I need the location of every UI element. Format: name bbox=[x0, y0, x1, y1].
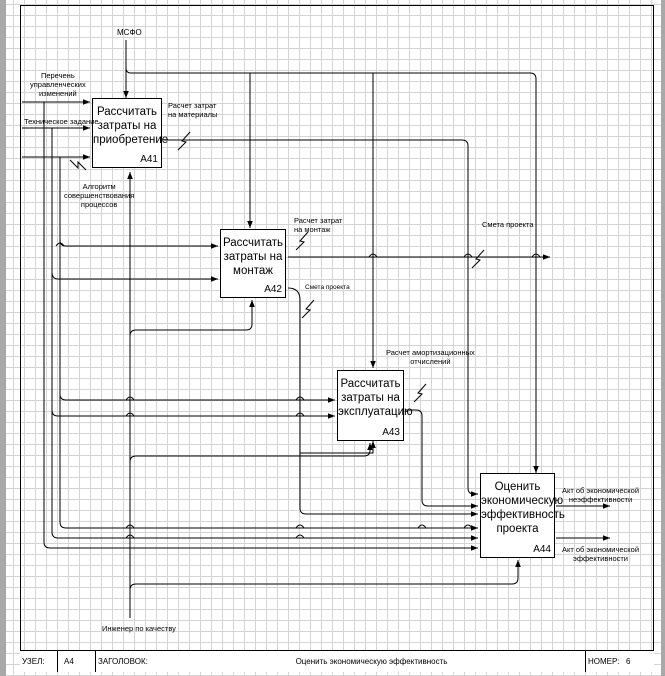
arrow-input-to-a43-2 bbox=[51, 272, 335, 419]
footer-node-value: А4 bbox=[58, 651, 96, 672]
window-right-edge bbox=[661, 0, 665, 676]
activity-number-a42: А42 bbox=[264, 284, 282, 295]
activity-box-a41[interactable]: Рассчитать затраты на приобретение А41 bbox=[92, 98, 169, 168]
activity-title-a43: Рассчитать затраты на эксплуатацию bbox=[338, 378, 413, 418]
arrow-a42-down bbox=[287, 287, 478, 517]
squiggle-mount bbox=[295, 231, 309, 251]
arrow-engineer-a44 bbox=[129, 560, 521, 591]
squiggle-estimate-top bbox=[471, 249, 485, 269]
activity-box-a43[interactable]: Рассчитать затраты на эксплуатацию А43 bbox=[337, 370, 413, 441]
activity-title-a44: Оценить экономическую эффективность прое… bbox=[481, 481, 565, 535]
activity-number-a44: А44 bbox=[533, 544, 551, 555]
footer-node-label: УЗЕЛ: bbox=[20, 651, 58, 672]
arrow-input-to-a44-2 bbox=[51, 410, 478, 541]
label-engineer: Инженер по качеству bbox=[102, 624, 176, 633]
window-left-edge bbox=[0, 0, 6, 676]
activity-box-a44[interactable]: Оценить экономическую эффективность прое… bbox=[480, 473, 565, 558]
arrow-a41-output bbox=[164, 139, 478, 497]
squiggle-algorithm bbox=[69, 159, 87, 171]
activity-title-a42: Рассчитать затраты на монтаж bbox=[222, 237, 283, 277]
squiggle-amort bbox=[413, 383, 427, 403]
arrow-a43-feedback bbox=[300, 441, 376, 454]
footer-title-label: ЗАГОЛОВОК: bbox=[98, 657, 148, 666]
activity-title-a41: Рассчитать затраты на приобретение bbox=[93, 106, 169, 146]
activity-box-a42[interactable]: Рассчитать затраты на монтаж А42 bbox=[220, 229, 286, 298]
arrow-input-to-a44-1 bbox=[59, 394, 478, 531]
label-msfo: МСФО bbox=[117, 28, 142, 37]
label-estimate-top: Смета проекта bbox=[482, 220, 534, 229]
arrow-input-to-a43-1 bbox=[59, 240, 335, 403]
footer-title-value: Оценить экономическую эффективность bbox=[156, 651, 586, 672]
arrow-a43-output bbox=[405, 409, 478, 509]
arrow-msfo-branch bbox=[125, 67, 539, 473]
activity-number-a41: А41 bbox=[140, 154, 158, 165]
arrow-input-to-a44-3 bbox=[43, 102, 478, 551]
arrow-engineer-a42 bbox=[129, 300, 255, 337]
arrow-engineer-a43 bbox=[129, 443, 373, 463]
footer-number-label: НОМЕР: bbox=[588, 657, 620, 666]
squiggle-materials bbox=[177, 131, 191, 151]
activity-number-a43: А43 bbox=[382, 427, 400, 438]
label-tech-task: Техническое задание bbox=[24, 117, 99, 126]
diagram-footer: УЗЕЛ: А4 ЗАГОЛОВОК: Оценить экономическу… bbox=[20, 650, 654, 672]
squiggle-estimate-mid bbox=[301, 299, 315, 319]
label-estimate-mid: Смета проекта bbox=[305, 284, 350, 291]
footer-number-value: 6 bbox=[626, 657, 631, 666]
